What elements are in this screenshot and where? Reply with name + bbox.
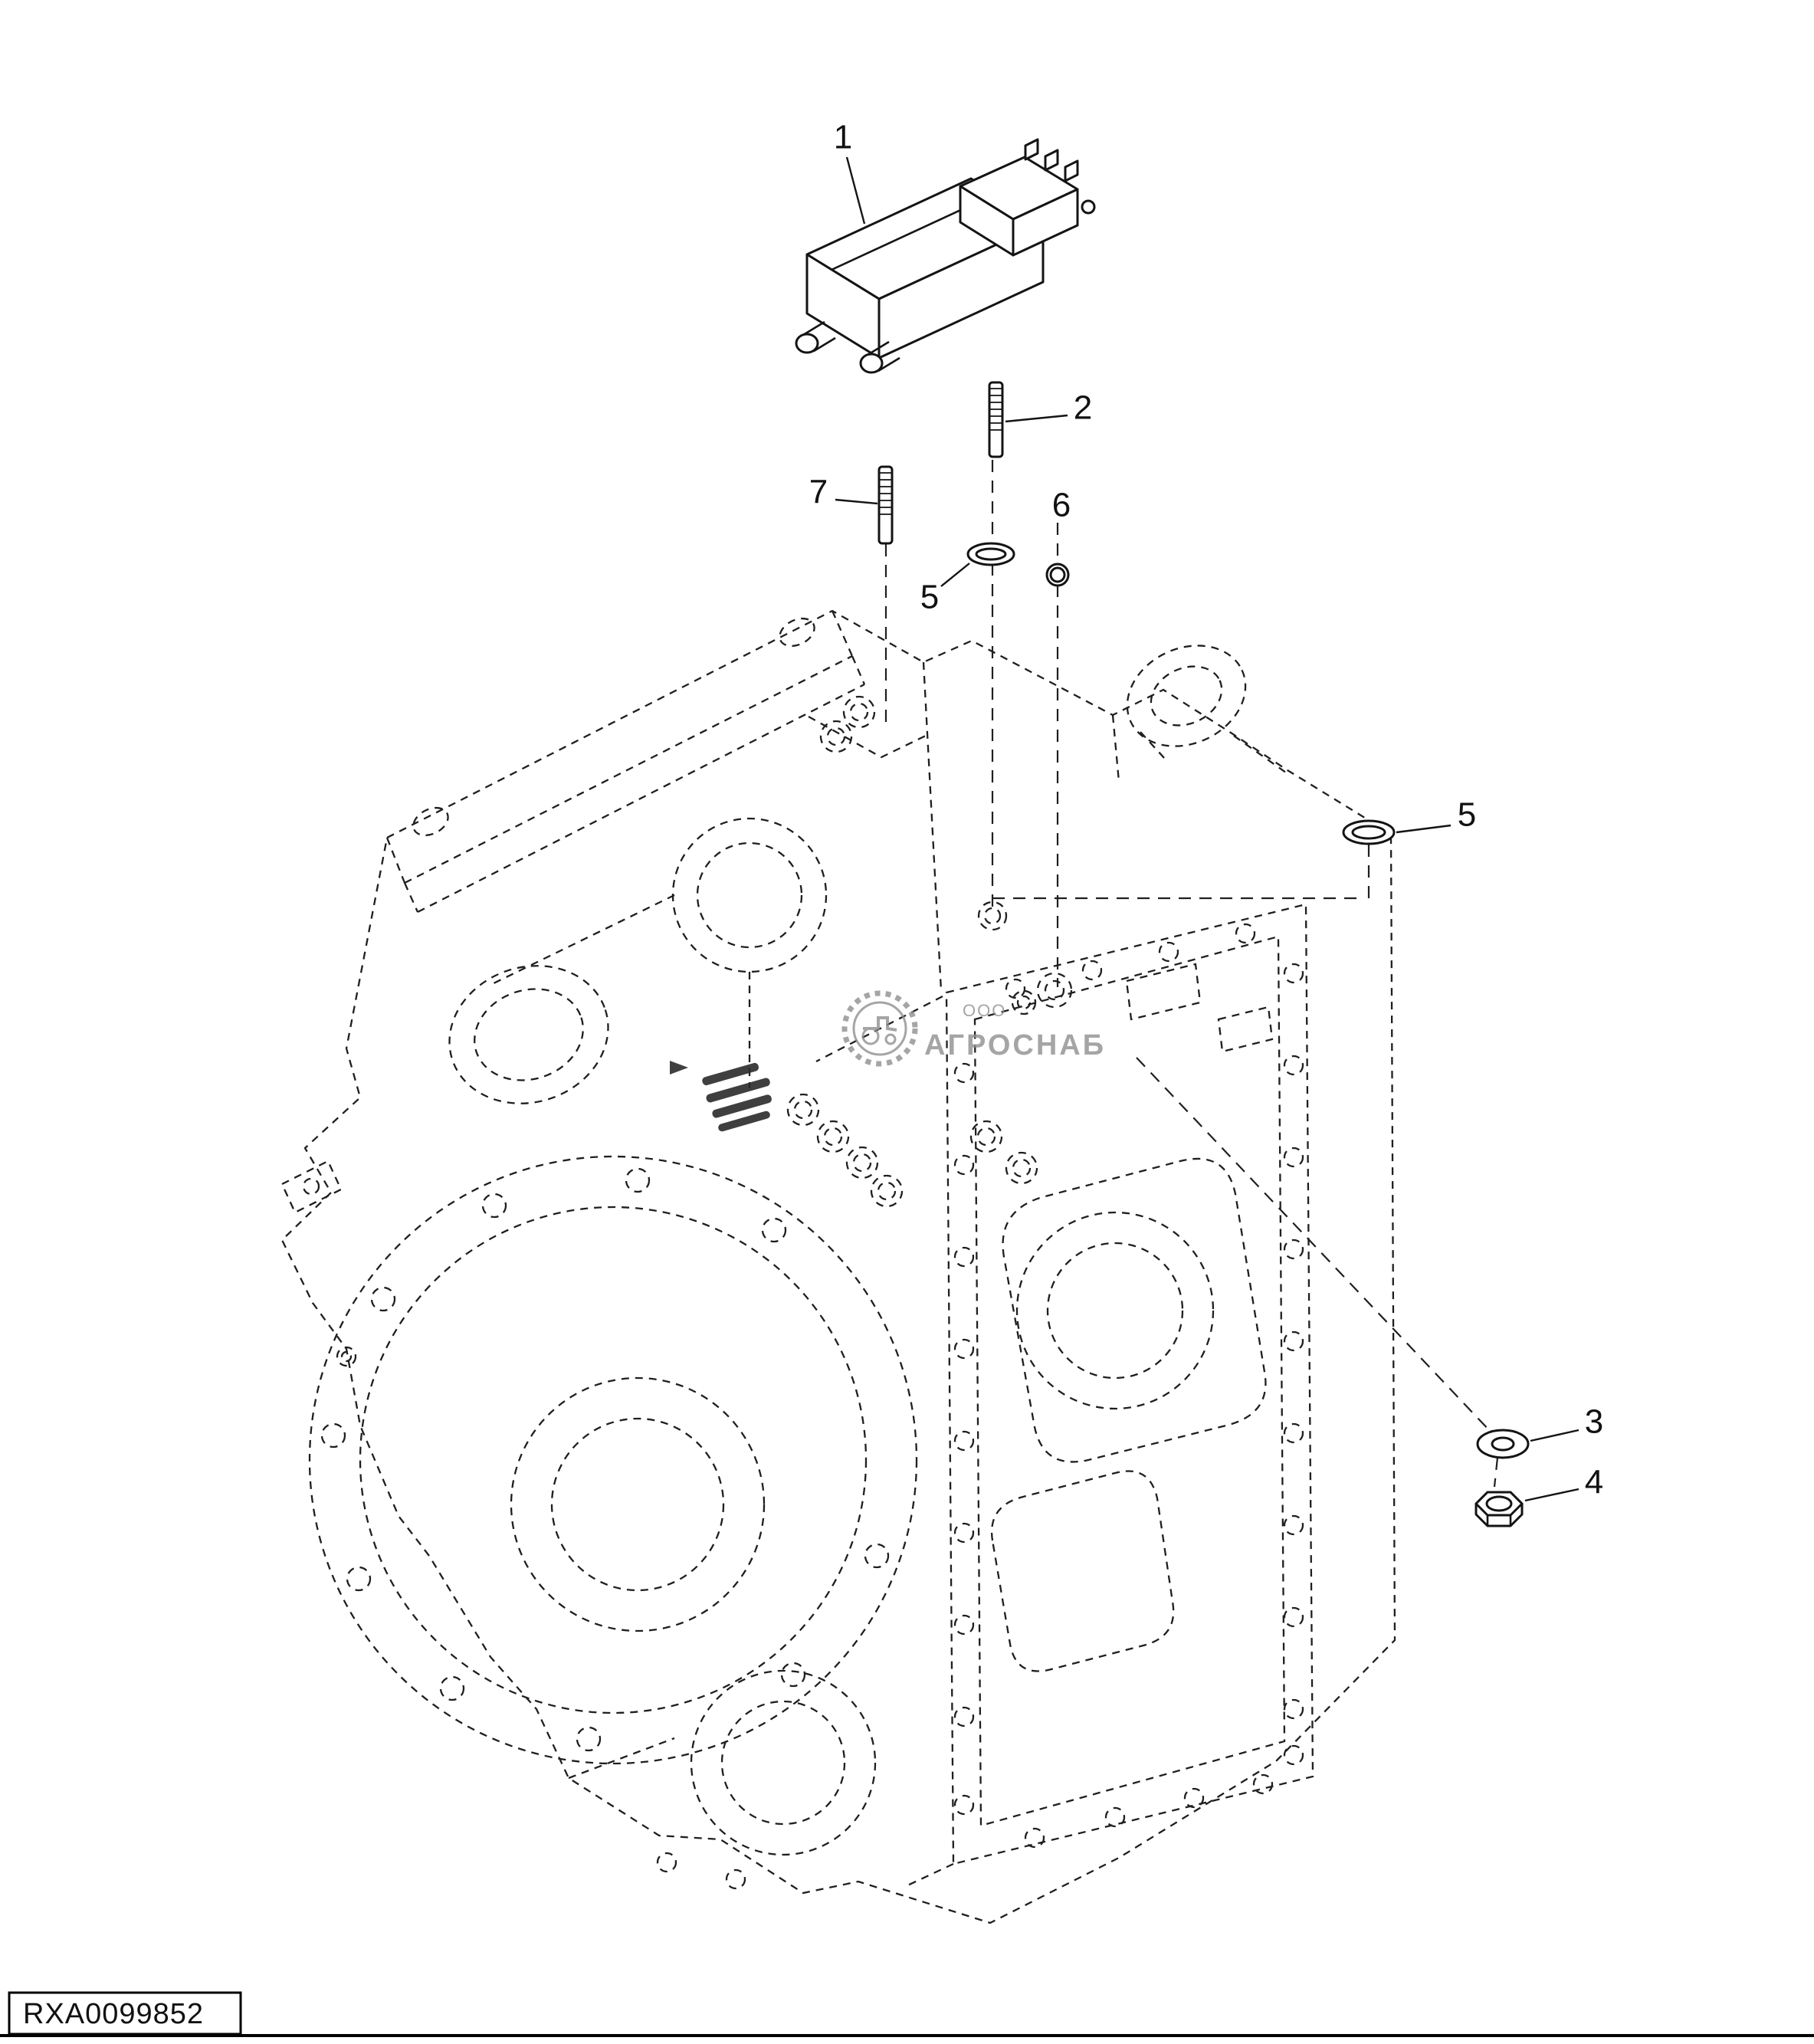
front-wall-holes <box>786 1093 1038 1208</box>
callout-6: 6 <box>1052 487 1071 524</box>
tube-boss <box>1126 645 1287 773</box>
bottom-boss <box>656 1669 877 1890</box>
left-side-bosses <box>280 1160 357 1367</box>
callout-3: 3 <box>1585 1403 1603 1441</box>
watermark: ООО АГРОСНАБ <box>841 990 1106 1067</box>
rail-hole-right <box>779 617 815 648</box>
callout-1: 1 <box>834 119 852 156</box>
figure-code-text: RXA0099852 <box>23 1998 204 2030</box>
connector-pin <box>1044 149 1059 172</box>
stud-holes <box>819 695 1073 1015</box>
upper-bore <box>671 817 828 1088</box>
oring-part-5-left <box>966 542 1015 566</box>
valve-ports <box>795 320 900 374</box>
housing-silhouette <box>280 609 1396 1924</box>
right-mounting-plate <box>945 903 1314 1865</box>
gearbox-housing-drawing <box>280 609 1396 1924</box>
front-flange <box>308 1155 918 1765</box>
stud-part-2 <box>988 381 1004 458</box>
case-opening <box>448 965 609 1104</box>
callout-5-right: 5 <box>1458 796 1476 834</box>
nut-part-4 <box>1474 1491 1524 1527</box>
callout-2: 2 <box>1074 389 1092 427</box>
callout-7: 7 <box>809 474 828 511</box>
valve-connector <box>959 138 1096 257</box>
callout-5-left: 5 <box>920 579 939 616</box>
callouts: 1 2 7 5 6 5 3 4 <box>809 119 1603 1502</box>
tractor-logo-icon <box>841 990 918 1067</box>
watermark-name: АГРОСНАБ <box>924 1029 1106 1061</box>
connector-stud <box>1081 199 1096 215</box>
plate-bolt-holes <box>953 923 1304 1849</box>
washer-part-3 <box>1476 1429 1530 1459</box>
illegible-stamp <box>670 1061 772 1132</box>
watermark-prefix: ООО <box>963 1001 1006 1020</box>
rail-hole-left <box>412 806 449 837</box>
assembly-axis-lines <box>884 460 1499 1488</box>
ring-part-6 <box>1045 563 1070 587</box>
figure-code: RXA0099852 <box>8 1991 242 2036</box>
callout-4: 4 <box>1585 1464 1603 1501</box>
top-mounting-rail <box>385 610 866 914</box>
connector-pin <box>1064 159 1079 182</box>
oring-part-5-right <box>1342 819 1396 845</box>
figure-code-box <box>8 1991 242 2036</box>
stud-part-7 <box>877 465 894 545</box>
connector-pin <box>1024 138 1039 161</box>
valve-assembly-part-1 <box>795 138 1096 374</box>
